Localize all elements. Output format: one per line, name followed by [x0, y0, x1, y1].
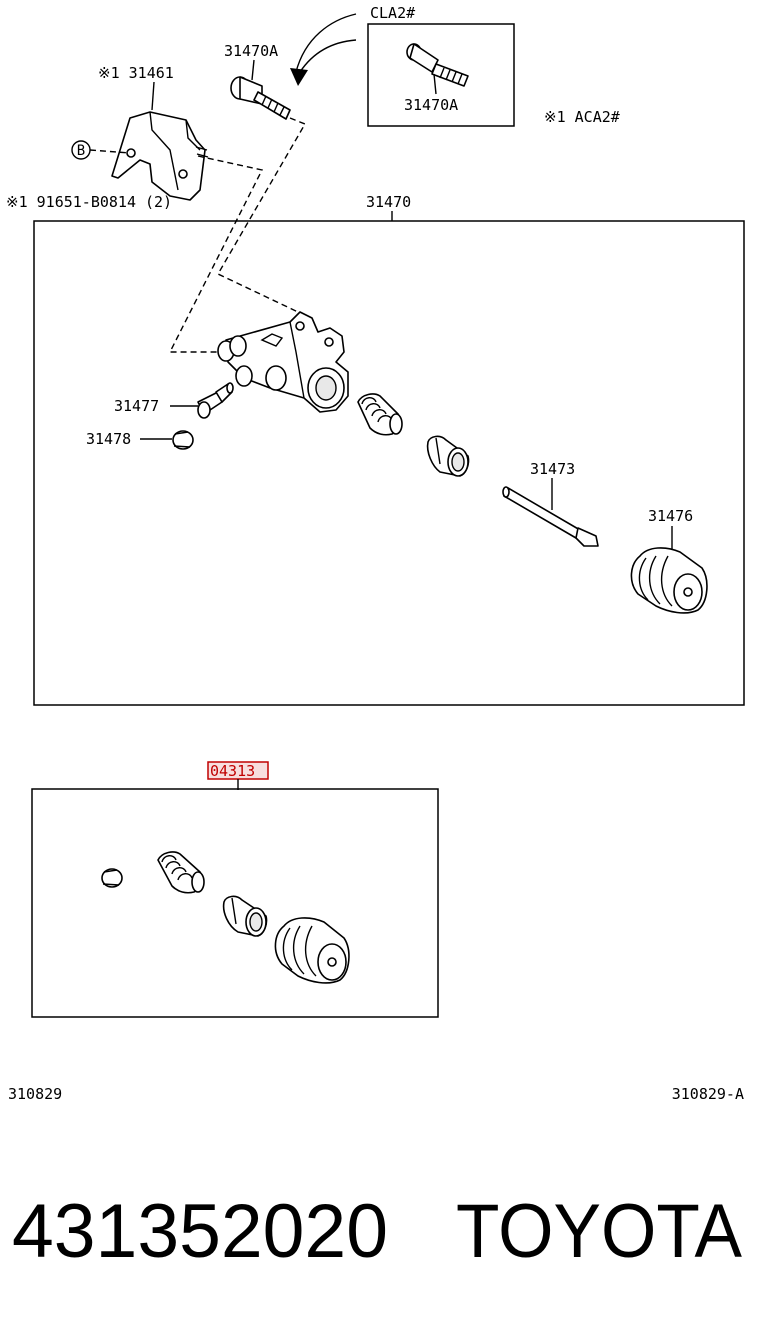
assembly-box: [33, 220, 745, 706]
cla2-arrow-curve-b: [299, 39, 357, 73]
cla2-label: CLA2#: [370, 4, 415, 22]
part-number: 431352020: [12, 1189, 388, 1274]
bolt-dash-path: [217, 117, 307, 313]
kit-spring-drawing: [157, 851, 205, 894]
bracket-drawing: [111, 111, 209, 201]
code-left: 310829: [8, 1085, 62, 1103]
pushrod-label: 31473: [530, 460, 575, 478]
cla2-arrow-curve-a: [295, 13, 357, 73]
bolt-a-box-label: 31470A: [404, 96, 458, 114]
circle-b-dash: [89, 149, 131, 154]
piston-cup-drawing: [426, 435, 470, 477]
bolt-a-top-leader: [251, 59, 255, 81]
bolt-a-variant-box: [367, 23, 515, 127]
bracket-label: ※1 31461: [98, 64, 174, 82]
bracket-leader: [151, 81, 155, 111]
kit-boot-drawing: [274, 917, 350, 984]
kit-cap-drawing: [101, 868, 123, 888]
bolt-a-top-label: 31470A: [224, 42, 278, 60]
bolt-a-box-drawing: [406, 43, 469, 87]
bolt-a-box-leader: [433, 73, 437, 95]
cap-drawing: [172, 430, 194, 450]
bleeder-drawing: [197, 382, 234, 419]
aca2-label: ※1 ACA2#: [544, 108, 620, 126]
bracket-dash-path: [168, 155, 264, 353]
cap-label: 31478: [86, 430, 131, 448]
circle-b-label: B: [77, 143, 85, 159]
bleeder-label: 31477: [114, 397, 159, 415]
kit-box: [31, 788, 439, 1018]
spring-drawing: [357, 393, 403, 436]
pushrod-drawing: [502, 486, 599, 547]
boot-label: 31476: [648, 507, 693, 525]
bolt-spec-label: ※1 91651-B0814 (2): [6, 193, 172, 211]
cylinder-body-drawing: [217, 311, 349, 413]
kit-label: 04313: [210, 762, 255, 780]
cla2-arrow-head: [290, 68, 308, 86]
code-right: 310829-A: [672, 1085, 744, 1103]
kit-piston-cup-drawing: [222, 895, 268, 937]
brand-name: TOYOTA: [456, 1189, 742, 1274]
assembly-label: 31470: [366, 193, 411, 211]
bolt-a-top-drawing: [230, 76, 291, 120]
boot-drawing: [630, 547, 708, 614]
